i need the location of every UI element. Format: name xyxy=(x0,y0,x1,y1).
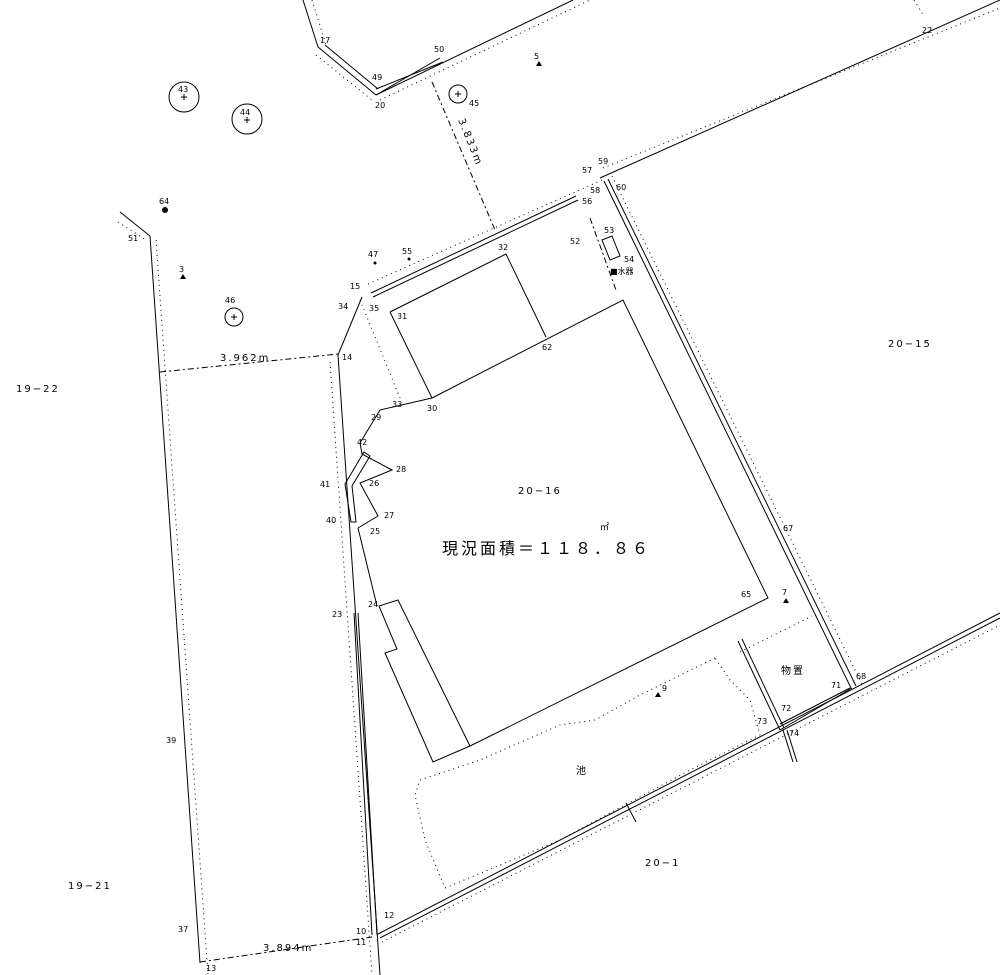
point-label: 34 xyxy=(338,302,348,311)
point-label: 37 xyxy=(178,925,188,934)
point-label: 40 xyxy=(326,516,336,525)
parcel-label-east: 20−15 xyxy=(888,339,932,350)
point-label: 46 xyxy=(225,296,235,305)
point-label: 43 xyxy=(178,85,188,94)
point-label: 53 xyxy=(604,226,614,235)
point-label: 62 xyxy=(542,343,552,352)
parcel-label-main: 20−16 xyxy=(518,486,562,497)
point-label: 73 xyxy=(757,717,767,726)
pond-label: 池 xyxy=(576,764,588,777)
point-label: 29 xyxy=(371,413,381,422)
point-label: 74 xyxy=(789,729,799,738)
point-label: 56 xyxy=(582,197,592,206)
south-boundary xyxy=(377,612,1000,943)
point-label: 17 xyxy=(320,36,330,45)
point-label: 22 xyxy=(922,26,932,35)
dimension-label: 3.833m xyxy=(455,117,484,168)
measure-lines xyxy=(159,81,617,963)
point-label: 68 xyxy=(856,672,866,681)
point-label: 35 xyxy=(369,304,379,313)
point-label: 25 xyxy=(370,527,380,536)
point-label: 5 xyxy=(534,52,539,61)
point-label: 15 xyxy=(350,282,360,291)
point-label: 10 xyxy=(356,927,366,936)
point-label: 67 xyxy=(783,524,793,533)
water-meter-label: ■水器 xyxy=(610,266,634,276)
point-label: 59 xyxy=(598,157,608,166)
point-label: 24 xyxy=(368,600,378,609)
point-labels: 17 50 49 20 5 45 22 43 44 59 57 58 60 56… xyxy=(128,26,932,973)
point-label: 26 xyxy=(369,479,379,488)
point-label: 42 xyxy=(357,438,367,447)
shed xyxy=(737,615,853,763)
pond-outline xyxy=(414,657,761,889)
dimension-label: 3.894m xyxy=(263,943,313,954)
dimension-label: 3.962m xyxy=(220,353,270,364)
point-label: 31 xyxy=(397,312,407,321)
parcel-label-west-lower: 19−21 xyxy=(68,881,112,892)
point-label: 58 xyxy=(590,186,600,195)
point-label: 60 xyxy=(616,183,626,192)
east-boundary xyxy=(603,175,863,689)
point-label: 64 xyxy=(159,197,169,206)
site-west-boundary xyxy=(329,296,401,975)
point-label: 51 xyxy=(128,234,138,243)
area-label: 現況面積＝１１８．８６ xyxy=(442,539,651,558)
point-label: 54 xyxy=(624,255,634,264)
point-label: 30 xyxy=(427,404,437,413)
point-label: 39 xyxy=(166,736,176,745)
west-boundary xyxy=(117,211,209,975)
parcel-label-west-upper: 19−22 xyxy=(16,384,60,395)
parcel-labels: 20−16 20−15 20−1 19−22 19−21 現況面積＝１１８．８６… xyxy=(16,266,932,892)
point-label: 71 xyxy=(831,681,841,690)
point-label: 41 xyxy=(320,480,330,489)
point-label: 44 xyxy=(240,108,250,117)
water-meter-box xyxy=(601,235,621,261)
parcel-label-south: 20−1 xyxy=(645,858,680,869)
point-label: 57 xyxy=(582,166,592,175)
point-label: 49 xyxy=(372,73,382,82)
point-label: 45 xyxy=(469,99,479,108)
point-label: 33 xyxy=(392,400,402,409)
upper-boundary xyxy=(302,0,925,101)
point-label: 50 xyxy=(434,45,444,54)
north-east-boundary xyxy=(367,0,1000,298)
point-label: 7 xyxy=(782,588,787,597)
point-label: 52 xyxy=(570,237,580,246)
area-unit: ㎡ xyxy=(600,522,609,533)
point-label: 27 xyxy=(384,511,394,520)
point-label: 3 xyxy=(179,265,184,274)
point-label: 11 xyxy=(356,938,366,947)
point-label: 28 xyxy=(396,465,406,474)
point-label: 32 xyxy=(498,243,508,252)
point-label: 9 xyxy=(662,684,667,693)
point-label: 12 xyxy=(384,911,394,920)
point-label: 20 xyxy=(375,101,385,110)
point-label: 23 xyxy=(332,610,342,619)
point-label: 13 xyxy=(206,964,216,973)
markers xyxy=(162,61,789,697)
point-label: 72 xyxy=(781,704,791,713)
point-label: 47 xyxy=(368,250,378,259)
dimension-labels: 3.833m 3.962m 3.894m xyxy=(220,117,484,954)
point-label: 14 xyxy=(342,353,352,362)
point-label: 55 xyxy=(402,247,412,256)
building-outline xyxy=(344,253,769,763)
point-label: 65 xyxy=(741,590,751,599)
shed-label: 物置 xyxy=(781,664,805,677)
